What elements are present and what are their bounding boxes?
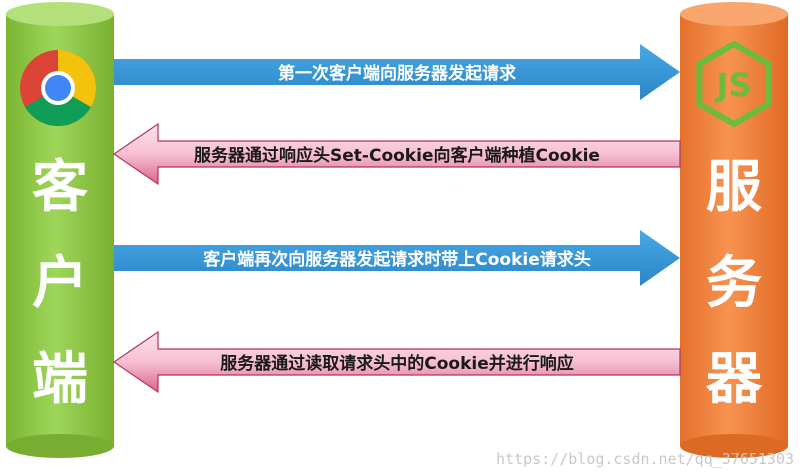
watermark-text: https://blog.csdn.net/qq_37651303 [495, 450, 794, 468]
server-title-char: 服 [706, 155, 762, 220]
arrow-label: 第一次客户端向服务器发起请求 [278, 63, 516, 84]
arrow-label: 服务器通过读取请求头中的Cookie并进行响应 [220, 353, 574, 374]
message-arrow-2: 服务器通过响应头Set-Cookie向客户端种植Cookie [112, 122, 681, 186]
arrow-shape [112, 122, 681, 186]
message-arrow-1: 第一次客户端向服务器发起请求 [114, 44, 680, 100]
svg-text:JS: JS [715, 66, 752, 104]
arrow-shape [114, 230, 680, 286]
server-title: 服务器 [706, 155, 763, 412]
arrow-label: 服务器通过响应头Set-Cookie向客户端种植Cookie [194, 145, 600, 166]
message-arrow-3: 客户端再次向服务器发起请求时带上Cookie请求头 [114, 230, 680, 286]
client-title-char: 客 [32, 155, 88, 220]
arrow-shape [114, 44, 680, 100]
arrow-label: 客户端再次向服务器发起请求时带上Cookie请求头 [202, 249, 591, 270]
client-title: 客户端 [32, 155, 88, 412]
chrome-icon [20, 50, 96, 126]
message-arrows: 第一次客户端向服务器发起请求服务器通过响应头Set-Cookie向客户端种植Co… [112, 44, 681, 394]
nodejs-icon: JS [696, 40, 772, 128]
arrow-shape [112, 330, 681, 394]
server-title-char: 器 [706, 347, 763, 412]
client-title-char: 户 [32, 251, 88, 316]
server-title-char: 务 [706, 251, 762, 316]
message-arrow-4: 服务器通过读取请求头中的Cookie并进行响应 [112, 330, 681, 394]
client-title-char: 端 [32, 347, 88, 412]
